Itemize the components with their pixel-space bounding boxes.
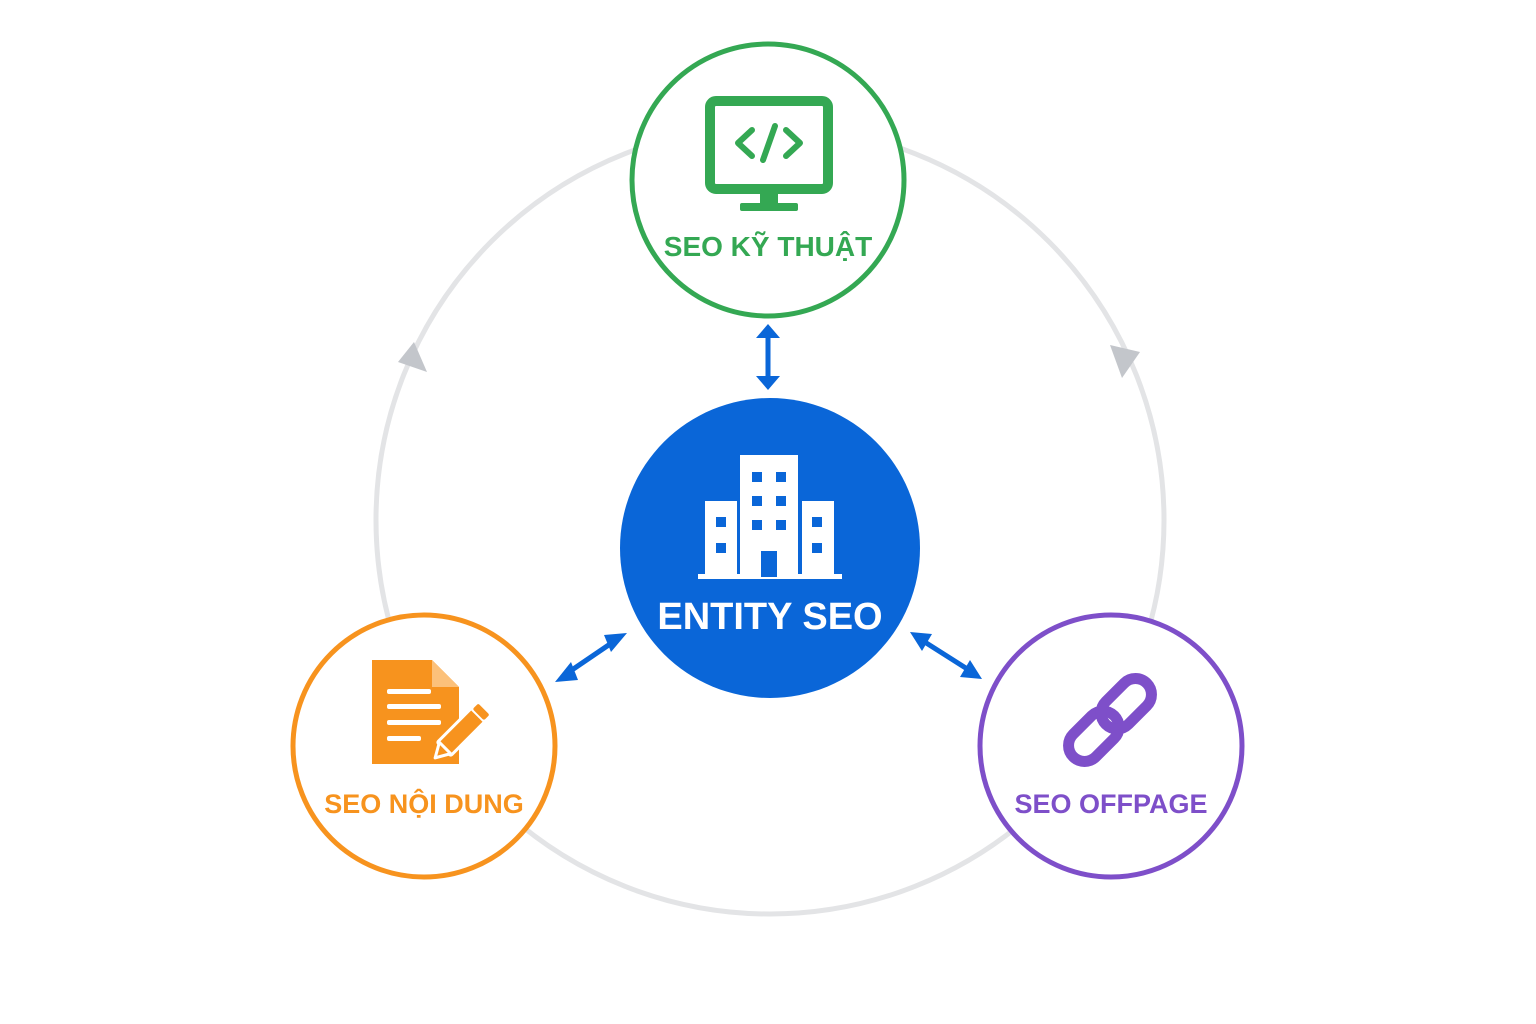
connector-center-content xyxy=(555,633,627,682)
node-seo-noi-dung: SEO NỘI DUNG xyxy=(290,612,558,880)
node-label-technical: SEO KỸ THUẬT xyxy=(664,231,872,262)
node-label-offpage: SEO OFFPAGE xyxy=(1014,789,1207,819)
center-label: ENTITY SEO xyxy=(657,596,882,638)
connector-center-offpage xyxy=(910,632,982,679)
center-node-entity-seo: ENTITY SEO xyxy=(620,398,920,698)
node-label-content: SEO NỘI DUNG xyxy=(324,788,524,819)
chain-link-icon xyxy=(1063,673,1157,767)
building-icon xyxy=(698,455,842,579)
building-windows xyxy=(716,472,822,577)
connector-center-technical xyxy=(756,324,780,390)
ring-arrow-right xyxy=(1110,345,1140,378)
node-seo-offpage: SEO OFFPAGE xyxy=(977,612,1245,880)
code-monitor-icon xyxy=(705,96,833,211)
ring-arrow-left xyxy=(398,342,427,372)
document-pencil-icon xyxy=(372,660,491,764)
node-seo-ky-thuat: SEO KỸ THUẬT xyxy=(629,41,907,319)
